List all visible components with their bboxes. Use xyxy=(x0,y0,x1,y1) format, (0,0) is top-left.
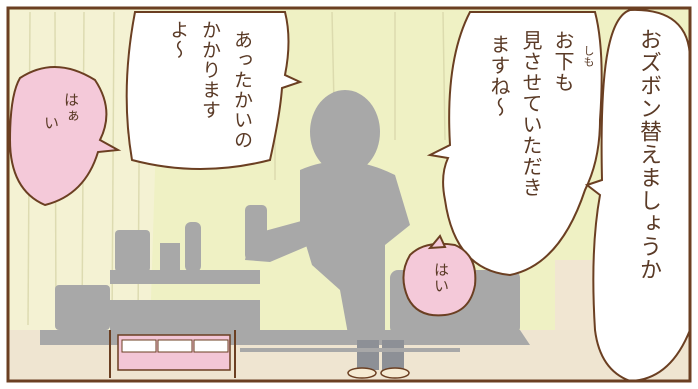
nurse-head-silhouette xyxy=(310,90,380,174)
cart-box-silhouette xyxy=(160,243,180,271)
dialogue-warm-towel-2: かかります xyxy=(199,20,221,120)
speech-bubbles xyxy=(8,8,691,383)
cart-jug-silhouette xyxy=(245,205,267,260)
dialogue-lower-body-ruby: しも xyxy=(582,45,595,67)
bubble-hai xyxy=(402,242,477,317)
dialogue-lower-body-3: ますね～ xyxy=(487,34,511,118)
panel-frame xyxy=(6,6,692,383)
dialogue-warm-towel-3: よ～ xyxy=(167,20,189,60)
bubble-warm-towel xyxy=(125,11,303,170)
cart-top-silhouette xyxy=(110,270,260,284)
basket-silhouette xyxy=(55,285,110,330)
nurse-legs xyxy=(347,340,410,379)
cart-bottle-silhouette xyxy=(185,222,201,272)
dialogue-haai-1: はぁ xyxy=(62,92,80,124)
cart-legs xyxy=(109,330,460,378)
dialogue-hai: はい xyxy=(432,262,450,294)
dialogue-lower-body-2: 見させていただき xyxy=(519,30,543,198)
dialogue-lower-body-1: お下も xyxy=(551,30,575,93)
cart-bin-silhouette xyxy=(115,230,150,272)
dialogue-warm-towel-1: あったかいの xyxy=(231,30,253,150)
dialogue-haai-2: い xyxy=(42,115,60,131)
nurse-body-silhouette xyxy=(300,161,410,345)
cart-shelf-silhouette xyxy=(110,300,260,330)
bubble-lower-body xyxy=(426,11,603,277)
dialogue-pants-change: おズボン替えましょうか xyxy=(636,28,661,281)
bubble-haai xyxy=(8,66,122,207)
